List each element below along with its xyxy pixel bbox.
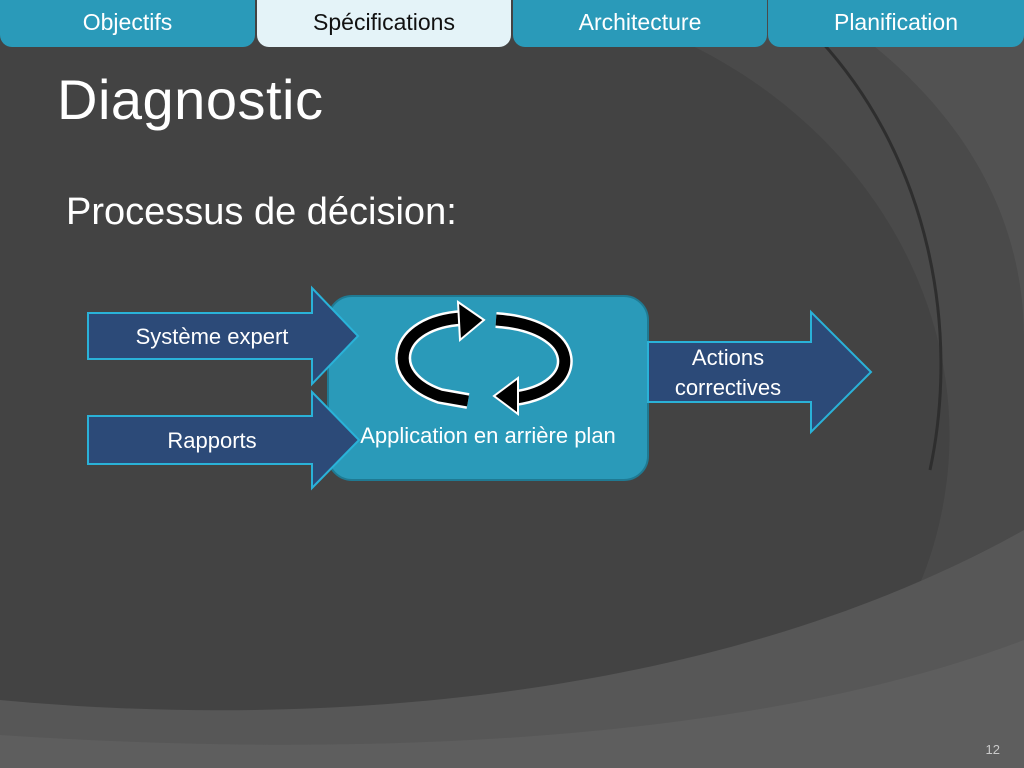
slide-subtitle: Processus de décision: [66, 191, 457, 233]
slide-title: Diagnostic [57, 68, 324, 131]
tab-objectifs[interactable]: Objectifs [0, 0, 255, 47]
process-box [327, 295, 649, 481]
input-arrow-systeme-expert [87, 285, 360, 387]
tab-planification[interactable]: Planification [768, 0, 1024, 47]
tab-specifications[interactable]: Spécifications [257, 0, 511, 47]
tab-architecture[interactable]: Architecture [513, 0, 767, 47]
page-number: 12 [985, 742, 1000, 757]
output-arrow-actions-correctives [647, 309, 873, 435]
output-label-actions-correctives: Actions correctives [674, 345, 782, 400]
input-arrow-rapports [87, 389, 361, 491]
cycle-arrows-icon [395, 300, 573, 416]
input-label-rapports: Rapports [167, 428, 257, 453]
process-label: Application en arrière plan [360, 423, 616, 448]
input-label-systeme-expert: Système expert [135, 324, 289, 349]
